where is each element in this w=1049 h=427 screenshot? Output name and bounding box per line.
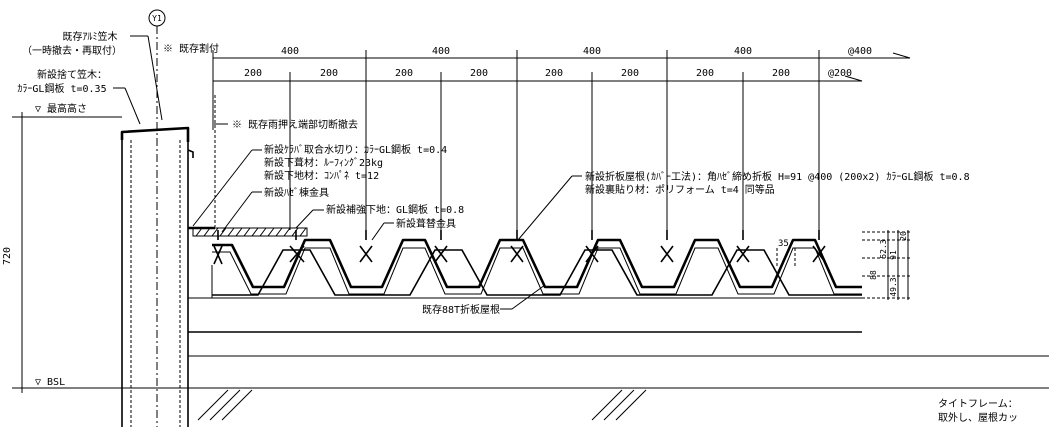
right-stack-dimension: 20 52.3 91 88 49.3 <box>862 230 912 300</box>
note-new-coping: 新設捨て笠木： <box>37 68 107 81</box>
level-bsl: ▽ BSL <box>12 377 1049 389</box>
dim-200-end: @200 <box>828 68 852 79</box>
dim-88: 88 <box>869 270 878 280</box>
note-hase-bracket: 新設ﾊｾﾞ棟金具 <box>264 186 329 199</box>
dim-49-3: 49.3 <box>889 277 898 296</box>
note-existing-roof: 既存88T折板屋根 <box>422 303 500 316</box>
dim-91: 91 <box>889 250 898 260</box>
note-reinforce: 新設補強下地：GL鋼板 t=0.8 <box>326 203 464 216</box>
dimension-400: 400 400 400 400 @400 <box>212 46 911 230</box>
note-existing-coping: 既存ｱﾙﾐ笠木 <box>63 30 118 43</box>
note-roof-bracket: 新設葺替金具 <box>396 217 456 230</box>
dim-200-8: 200 <box>772 68 790 79</box>
break-mark-right <box>591 389 647 421</box>
dim-52-3: 52.3 <box>879 239 888 258</box>
break-mark-left <box>197 389 253 421</box>
rib-width-label: 35 <box>778 239 789 249</box>
note-existing-coping-2: （一時撤去・再取付） <box>22 44 122 57</box>
dim-400-end: @400 <box>848 46 872 57</box>
level-top-label: ▽ 最高高さ <box>35 102 87 115</box>
dim-200-2: 200 <box>320 68 338 79</box>
dim-200-7: 200 <box>696 68 714 79</box>
note-roof-new-2: 新設裏貼り材：ポリフォーム t=4 同等品 <box>585 183 775 196</box>
existing-layout-note: ※ 既存割付 <box>163 42 219 55</box>
note-tight-frame-2: 取外し、屋根カッ <box>938 411 1018 424</box>
level-top: ▽ 最高高さ <box>12 102 122 118</box>
seam-brackets <box>213 230 826 265</box>
level-bsl-label: ▽ BSL <box>35 377 65 388</box>
note-new-coping-2: ｶﾗｰGL鋼板 t=0.35 <box>17 82 106 95</box>
parapet-wall <box>120 126 215 427</box>
note-tight-frame: タイトフレーム： <box>938 398 1018 410</box>
note-keraba-2: 新設下葺材：ﾙｰﾌｨﾝｸﾞ23kg <box>264 156 383 169</box>
dim-400-1: 400 <box>281 46 299 57</box>
dim-20: 20 <box>899 231 908 241</box>
grid-marker-y1: Y1 <box>148 9 166 27</box>
note-keraba-1: 新設ｹﾗﾊﾞ取合水切り：ｶﾗｰGL鋼板 t=0.4 <box>264 143 447 156</box>
dim-400-3: 400 <box>583 46 601 57</box>
dim-200-3: 200 <box>395 68 413 79</box>
note-keraba-3: 新設下地材：ｺﾝﾊﾟﾈ t=12 <box>264 169 379 182</box>
dim-200-1: 200 <box>244 68 262 79</box>
dim-200-5: 200 <box>545 68 563 79</box>
height-dim-label: 720 <box>2 247 13 265</box>
dim-400-4: 400 <box>734 46 752 57</box>
note-roof-new-1: 新設折板屋根(ｶﾊﾞｰ工法)：角ﾊｾﾞ締め折板 H=91 @400 (200x2… <box>585 170 970 183</box>
new-roof-profile <box>212 238 862 289</box>
dim-200-4: 200 <box>470 68 488 79</box>
grid-label: Y1 <box>152 14 162 23</box>
existing-roof-profile <box>212 249 862 296</box>
note-flashing-remove: ※ 既存雨押え端部切断撤去 <box>232 118 358 131</box>
reinforcement-plate <box>192 227 308 237</box>
dim-400-2: 400 <box>432 46 450 57</box>
dimension-200: 200 200 200 200 200 200 200 200 @200 <box>213 68 863 230</box>
rib-width-dimension: 35 <box>776 239 796 268</box>
dim-200-6: 200 <box>621 68 639 79</box>
